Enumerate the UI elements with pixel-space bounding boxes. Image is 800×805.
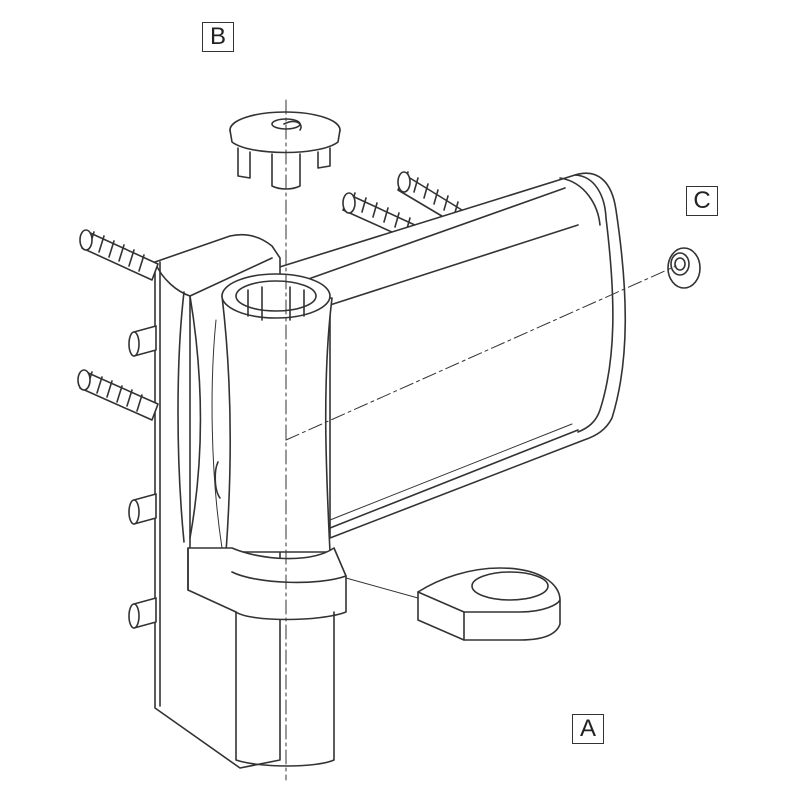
frame-pins (129, 326, 156, 628)
door-leaf (270, 173, 625, 538)
front-screw-lower (78, 370, 158, 420)
hinge-barrel (212, 274, 332, 552)
cap-b (230, 112, 340, 189)
front-screw-upper (80, 230, 158, 280)
label-c: C (686, 186, 718, 216)
part-a-collar (418, 568, 560, 640)
cap-c (668, 248, 700, 288)
collar-leader (346, 578, 418, 598)
label-b: B (202, 22, 234, 52)
diagonal-axis (286, 266, 676, 440)
label-a: A (572, 714, 604, 744)
lower-knuckle (188, 548, 346, 766)
axis-lines (286, 100, 676, 780)
